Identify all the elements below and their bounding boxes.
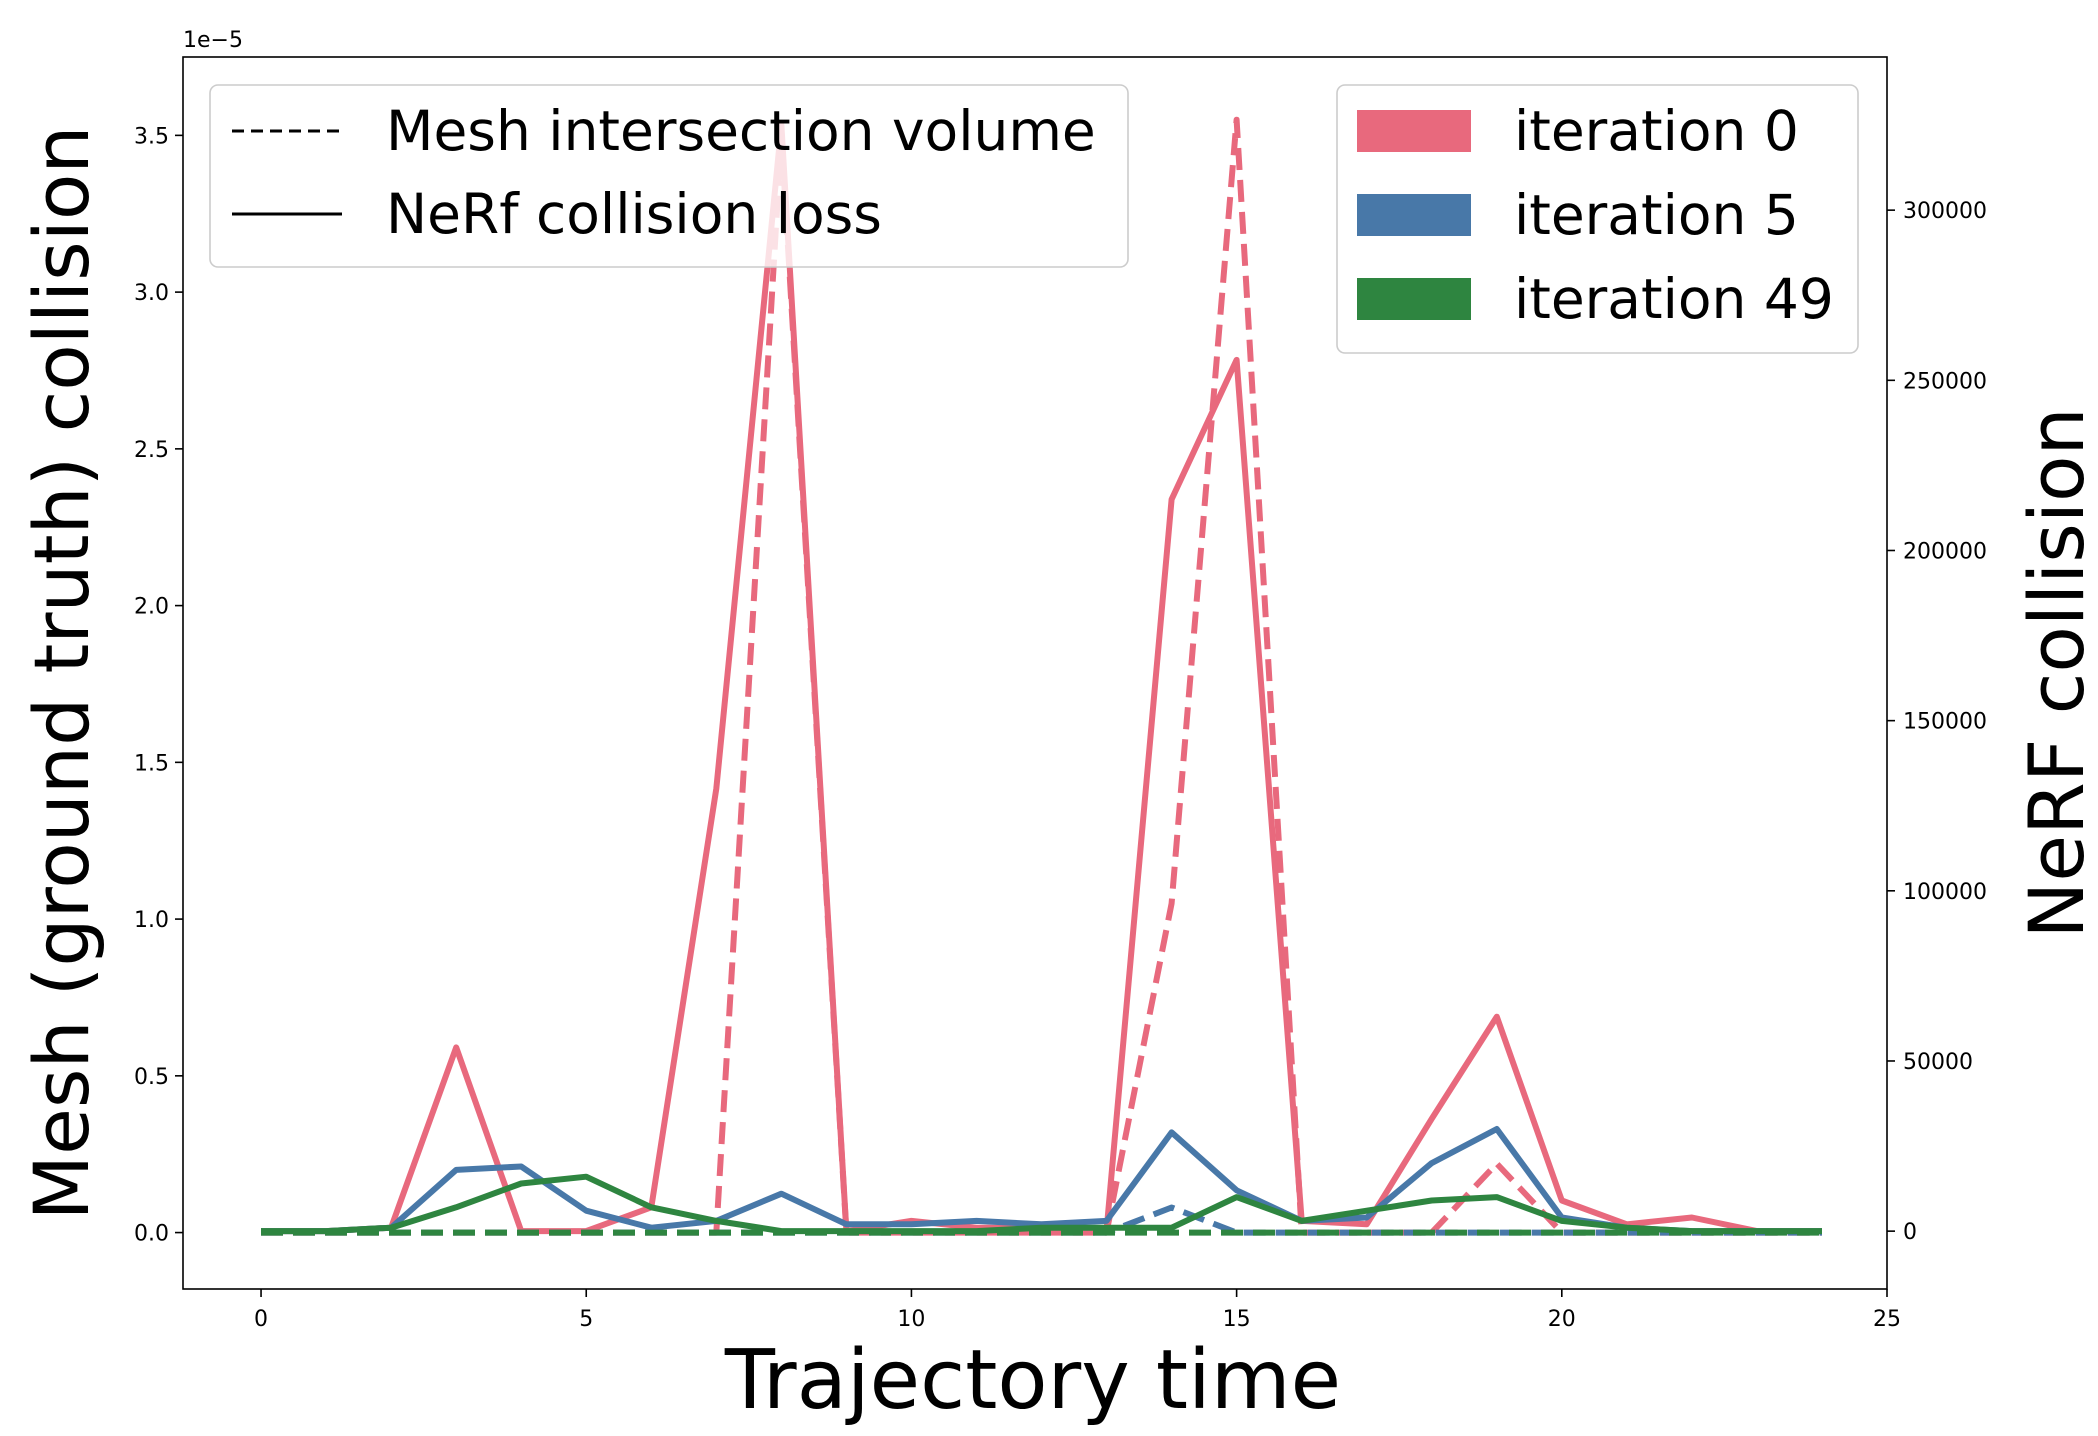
left-y-tick-label: 1.0 [134, 908, 169, 933]
right-y-tick-label: 0 [1903, 1220, 1917, 1245]
x-tick-label: 5 [579, 1307, 593, 1332]
right-y-axis-title: NeRF collision [2012, 407, 2098, 938]
x-tick-label: 15 [1223, 1307, 1251, 1332]
right-y-tick-label: 250000 [1903, 369, 1987, 394]
legend-label: iteration 0 [1514, 99, 1799, 163]
x-axis: 0 5 10 15 20 25 [254, 1289, 1901, 1332]
left-y-tick-label: 1.5 [134, 751, 169, 776]
left-y-tick-label: 0.5 [134, 1065, 169, 1090]
x-tick-label: 10 [897, 1307, 925, 1332]
legend-label: Mesh intersection volume [386, 99, 1096, 163]
right-y-tick-label: 150000 [1903, 710, 1987, 735]
legend-box [209, 84, 1129, 268]
right-y-tick-label: 100000 [1903, 880, 1987, 905]
plot-frame [182, 56, 1888, 1290]
right-y-tick-label: 200000 [1903, 539, 1987, 564]
legend-iterations: iteration 0 iteration 5 iteration 49 [1336, 84, 1859, 354]
x-axis-title: Trajectory time [724, 1333, 1341, 1428]
series-lines [261, 116, 1822, 1236]
right-y-tick-label: 300000 [1903, 199, 1987, 224]
left-y-axis-title: Mesh (ground truth) collision [17, 126, 106, 1221]
x-tick-label: 25 [1873, 1307, 1901, 1332]
legend-line-styles: Mesh intersection volume NeRf collision … [209, 84, 1129, 268]
legend-label: iteration 5 [1514, 183, 1799, 247]
legend-label: NeRf collision loss [386, 182, 882, 246]
legend-swatch [1357, 110, 1471, 152]
series-line-nerf [261, 1126, 1822, 1235]
series-line-nerf [261, 1173, 1822, 1235]
left-y-tick-label: 3.0 [134, 281, 169, 306]
legend-swatch [1357, 194, 1471, 236]
left-scale-label: 1e−5 [183, 28, 243, 53]
right-y-axis: 0 50000 100000 150000 200000 250000 300000 [1887, 199, 1987, 1245]
x-tick-label: 20 [1548, 1307, 1576, 1332]
right-y-tick-label: 50000 [1903, 1050, 1973, 1075]
left-y-axis: 0.0 0.5 1.0 1.5 2.0 2.5 3.0 3.5 [134, 124, 183, 1247]
left-y-tick-label: 3.5 [134, 124, 169, 149]
left-y-tick-label: 2.5 [134, 438, 169, 463]
left-y-tick-label: 0.0 [134, 1222, 169, 1247]
legend-swatch [1357, 278, 1471, 320]
left-y-tick-label: 2.0 [134, 595, 169, 620]
legend-label: iteration 49 [1514, 267, 1834, 331]
x-tick-label: 0 [254, 1307, 268, 1332]
